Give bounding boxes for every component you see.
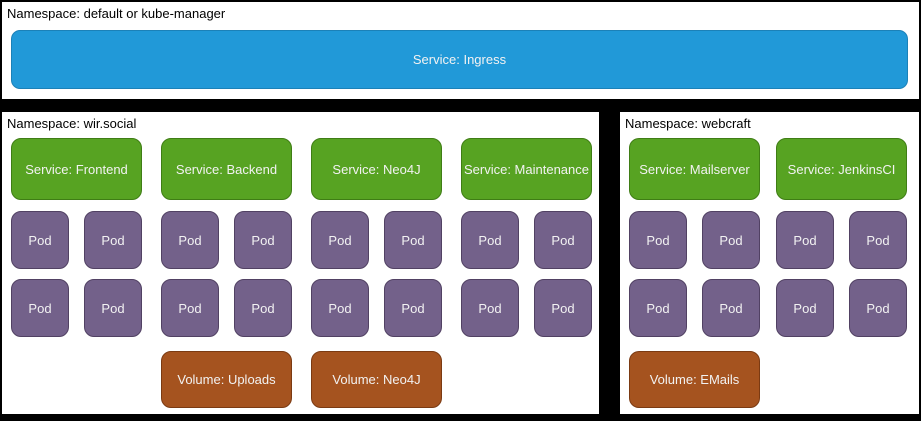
namespace-label: Namespace: default or kube-manager: [7, 6, 226, 21]
pod-box: Pod: [534, 211, 592, 269]
pod-box: Pod: [11, 211, 69, 269]
pod-box: Pod: [234, 279, 292, 337]
pod-box: Pod: [384, 211, 442, 269]
namespace-label: Namespace: wir.social: [7, 116, 137, 131]
namespace-panel-webcraft: Namespace: webcraft Service: Mailserver …: [620, 112, 919, 414]
pod-box: Pod: [461, 279, 519, 337]
pod-box: Pod: [776, 279, 834, 337]
volume-box: Volume: Uploads: [161, 351, 292, 408]
pod-box: Pod: [11, 279, 69, 337]
pod-box: Pod: [629, 211, 687, 269]
pod-box: Pod: [311, 211, 369, 269]
service-ingress-box: Service: Ingress: [11, 30, 908, 89]
pod-box: Pod: [311, 279, 369, 337]
pod-box: Pod: [534, 279, 592, 337]
pod-box: Pod: [461, 211, 519, 269]
service-box: Service: Frontend: [11, 138, 142, 200]
pod-box: Pod: [776, 211, 834, 269]
pod-box: Pod: [702, 211, 760, 269]
volume-box: Volume: Neo4J: [311, 351, 442, 408]
service-box: Service: JenkinsCI: [776, 138, 907, 200]
pod-box: Pod: [234, 211, 292, 269]
pod-box: Pod: [849, 211, 907, 269]
namespace-label: Namespace: webcraft: [625, 116, 751, 131]
pod-box: Pod: [702, 279, 760, 337]
pod-box: Pod: [161, 279, 219, 337]
pod-box: Pod: [849, 279, 907, 337]
service-box: Service: Maintenance: [461, 138, 592, 200]
pod-box: Pod: [161, 211, 219, 269]
volume-box: Volume: EMails: [629, 351, 760, 408]
pod-box: Pod: [629, 279, 687, 337]
namespace-panel-default: Namespace: default or kube-manager Servi…: [2, 2, 919, 99]
service-box: Service: Mailserver: [629, 138, 760, 200]
pod-box: Pod: [84, 211, 142, 269]
service-box: Service: Backend: [161, 138, 292, 200]
service-box: Service: Neo4J: [311, 138, 442, 200]
pod-box: Pod: [384, 279, 442, 337]
pod-box: Pod: [84, 279, 142, 337]
namespace-panel-wir-social: Namespace: wir.social Service: Frontend …: [2, 112, 599, 414]
